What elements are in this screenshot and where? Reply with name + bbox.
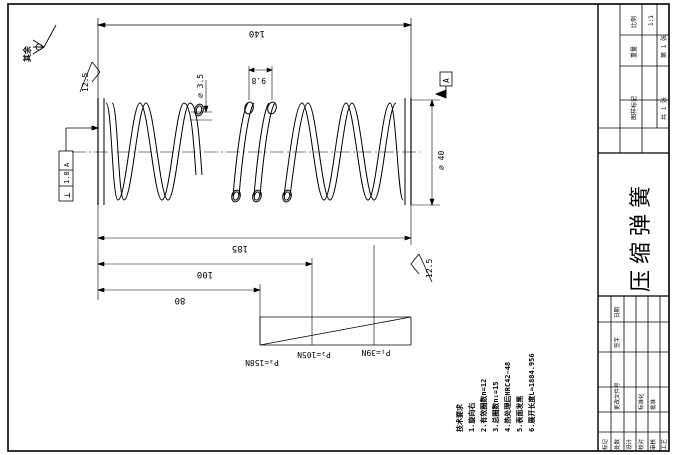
field-weight: 重量 — [630, 46, 638, 58]
rev-header-count: 处数 — [613, 438, 621, 450]
tech-line-3: 3.总圈数n₁=15 — [491, 381, 500, 432]
force-p3: P₃=158N — [245, 358, 279, 367]
field-scale-label: 比例 — [630, 16, 638, 28]
dim-lengths — [97, 205, 412, 345]
field-total-sheets: 共 1 张 — [660, 97, 668, 120]
roughness-right-end — [410, 253, 433, 283]
signer-review: 审核 — [649, 438, 657, 450]
spring-body — [97, 98, 412, 205]
perp-datum: A — [63, 162, 71, 167]
dim-outer-dia — [411, 99, 440, 206]
field-drawing-mark: 图样标记 — [630, 96, 638, 120]
signer-design: 设计 — [625, 438, 633, 450]
tech-requirements: 技术要求 1.旋向右 2.有效圈数n=12 3.总圈数n₁=15 4.热处理后H… — [455, 353, 536, 432]
field-scale-value: 1:1 — [648, 15, 655, 26]
rev-header-date: 日期 — [614, 306, 621, 318]
roughness-note: 其余 — [22, 45, 32, 62]
perp-symbol: ⊥ — [63, 192, 73, 198]
tech-line-4: 4.热处理后HRC42~48 — [503, 362, 512, 432]
dim-free-length-label: 140 — [249, 28, 265, 38]
drawing-title: 压缩弹簧 — [629, 180, 654, 292]
datum-a-label: A — [442, 78, 451, 83]
perpendicularity-frame — [58, 125, 100, 202]
dim-pitch — [248, 66, 273, 100]
rev-header-doc: 更改文件号 — [613, 382, 621, 410]
signer-check: 校对 — [637, 438, 645, 450]
dim-wire-dia — [191, 80, 212, 121]
datum-a — [434, 71, 453, 99]
force-p1: P₁=39N — [361, 348, 390, 357]
force-p2: P₂=105N — [297, 350, 331, 359]
dim-pitch-label: 9.8 — [251, 76, 266, 85]
perp-value: 1.8 — [63, 171, 71, 184]
signer-approve: 批准 — [649, 398, 657, 410]
roughness-left-value: 12.5 — [81, 73, 90, 92]
rev-header-mark: 标记 — [601, 438, 609, 450]
title-block-fields: 图样标记 重量 比例 1:1 共 1 张 第 1 张 — [630, 15, 668, 120]
tech-line-1: 1.旋向右 — [467, 403, 476, 432]
dim-185-label: 185 — [232, 243, 248, 253]
title-block — [597, 4, 669, 451]
field-sheet-number: 第 1 张 — [660, 35, 668, 58]
roughness-rest-symbol: 其余 — [22, 24, 57, 62]
drawing-frame — [7, 3, 670, 452]
dim-free-length — [96, 18, 413, 100]
signer-process: 工艺 — [661, 438, 668, 450]
signer-labels: 设计 校对 审核 工艺 标准化 批准 — [625, 393, 668, 450]
tech-line-2: 2.有效圈数n=12 — [479, 379, 488, 432]
rev-header-sign: 签字 — [613, 336, 621, 348]
dim-80-label: 80 — [175, 295, 186, 305]
signer-standard: 标准化 — [637, 393, 645, 410]
roughness-left-end — [79, 61, 101, 93]
tech-line-6: 6.展开长度L≈1884.956 — [527, 353, 536, 432]
dim-100-label: 100 — [197, 269, 213, 279]
tech-line-5: 5.表面发黑 — [515, 396, 524, 432]
roughness-right-value: 12.5 — [425, 259, 434, 278]
force-diagram — [259, 316, 412, 346]
dim-wire-dia-label: ∅ 3.5 — [196, 74, 205, 98]
tech-title: 技术要求 — [455, 403, 464, 432]
revision-headers: 标记 处数 更改文件号 签字 日期 — [601, 306, 621, 450]
dim-outer-dia-label: ∅ 40 — [437, 151, 446, 170]
